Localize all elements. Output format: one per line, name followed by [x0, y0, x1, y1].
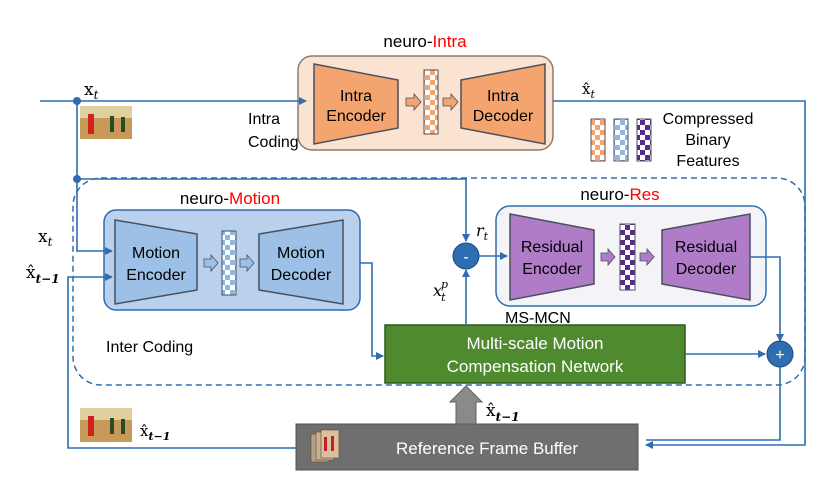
motion-decoder-label-1: Motion: [277, 245, 325, 262]
buffer-label: Reference Frame Buffer: [396, 439, 578, 458]
neuro-motion-title: neuro-Motion: [180, 189, 280, 208]
intra-output-line: [553, 100, 806, 449]
connectors: [40, 97, 806, 449]
branch-junction-dot: [73, 175, 81, 183]
intra-coding-label-1: Intra: [248, 111, 280, 128]
intra-latent-feature: [423, 69, 439, 135]
input-frame-thumbnail: [80, 106, 132, 139]
residual-encoder-label-1: Residual: [521, 239, 583, 256]
residual-latent-feature: [619, 223, 636, 291]
motion-encoder-shape: [114, 219, 198, 305]
reference-frame-buffer: [295, 423, 639, 471]
symbol-rt: rt: [476, 221, 489, 243]
motion-encoder-label-2: Encoder: [126, 267, 186, 284]
intra-arrow-1: [405, 92, 422, 112]
symbol-xt-top: xt: [84, 80, 99, 102]
symbol-xhat-tm1-left: x̂t−1: [26, 263, 60, 286]
residual-decoder-shape: [661, 213, 751, 301]
residual-decoder-label-2: Decoder: [676, 261, 737, 278]
intra-arrow-2: [442, 92, 459, 112]
ref-to-motion-line: [67, 273, 296, 449]
ms-mcn-label: MS-MCN: [505, 310, 571, 327]
symbol-xhat-tm1-bottom: x̂t−1: [140, 422, 170, 443]
res-arrow-1: [600, 247, 616, 267]
mcn-label-1: Multi-scale Motion: [467, 334, 604, 353]
intra-encoder-label-2: Encoder: [326, 108, 386, 125]
input-to-subtract-line: [77, 178, 470, 242]
intra-encoder-shape: [313, 63, 399, 145]
compressed-label-3: Features: [676, 153, 739, 170]
residual-decoder-label-1: Residual: [675, 239, 737, 256]
neuro-motion-block: neuro-Motion Motion Encoder Motion Decod…: [103, 189, 361, 311]
intra-decoder-shape: [460, 63, 546, 145]
motion-arrow-2: [239, 253, 255, 273]
inter-coding-label: Inter Coding: [106, 339, 193, 356]
svg-text:+: +: [775, 347, 784, 364]
motion-latent-feature: [221, 230, 237, 296]
input-branch-line: [76, 101, 113, 255]
ref-frame-thumbnail: [80, 408, 132, 442]
res-arrow-2: [639, 247, 655, 267]
adder-to-buffer-line: [646, 367, 781, 441]
input-junction-dot: [73, 97, 81, 105]
frame-stack-icon: [310, 429, 340, 463]
intra-decoder-label-1: Intra: [487, 88, 519, 105]
purple-feature-icon: [636, 118, 652, 162]
symbol-xt-left: xt: [38, 227, 53, 249]
neuro-res-title: neuro-Res: [580, 185, 659, 204]
compressed-features-legend: Compressed Binary Features: [590, 111, 754, 170]
neuro-res-block: neuro-Res Residual Encoder Residual Deco…: [495, 185, 767, 307]
intra-encoder-label-1: Intra: [340, 88, 372, 105]
motion-encoder-label-1: Motion: [132, 245, 180, 262]
mcn-label-2: Compensation Network: [447, 357, 624, 376]
svg-text:-: -: [463, 249, 468, 266]
res-to-adder-line: [750, 256, 784, 342]
neuro-intra-block: neuro-Intra Intra Encoder Intra Decoder: [297, 32, 554, 151]
symbol-xhat-t: x̂t: [582, 80, 595, 101]
residual-encoder-label-2: Encoder: [522, 261, 582, 278]
subtract-operator: -: [452, 242, 480, 270]
intra-coding-label-2: Coding: [248, 134, 299, 151]
residual-encoder-shape: [509, 213, 595, 301]
neuro-intra-title: neuro-Intra: [383, 32, 467, 51]
blue-feature-icon: [613, 118, 629, 162]
intra-decoder-label-2: Decoder: [473, 108, 534, 125]
compressed-label-2: Binary: [685, 132, 730, 149]
motion-arrow-1: [203, 253, 219, 273]
motion-decoder-shape: [258, 219, 344, 305]
motion-decoder-label-2: Decoder: [271, 267, 332, 284]
motion-to-mcn-line: [360, 262, 384, 360]
orange-feature-icon: [590, 118, 606, 162]
compressed-label-1: Compressed: [663, 111, 754, 128]
buffer-to-mcn-arrow: [448, 385, 484, 425]
symbol-xhat-tm1-mid: x̂t−1: [486, 401, 520, 424]
adder-operator: +: [766, 340, 794, 368]
